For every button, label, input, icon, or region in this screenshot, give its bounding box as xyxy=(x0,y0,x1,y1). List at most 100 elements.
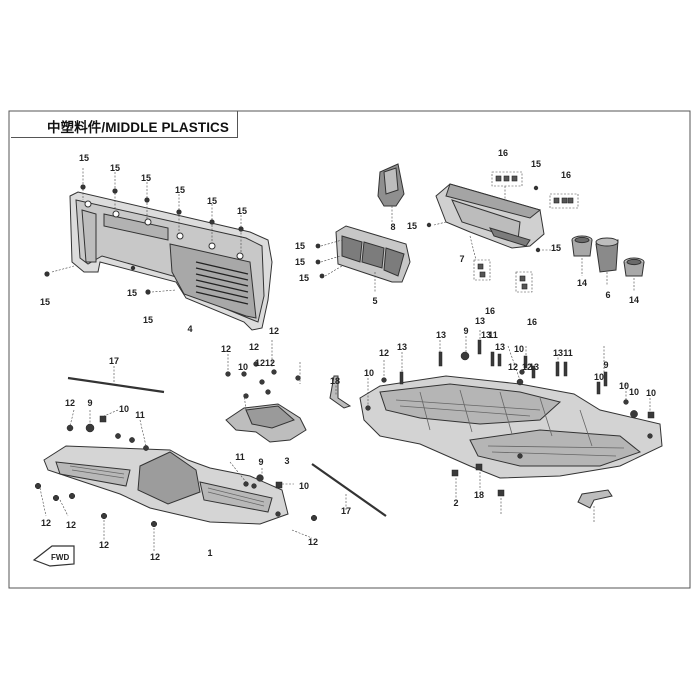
callout: 12 xyxy=(522,362,532,372)
callout: 9 xyxy=(463,326,468,336)
callout: 10 xyxy=(119,404,129,414)
diagram-border xyxy=(8,110,691,589)
part-1-front-floor xyxy=(43,445,289,525)
callout: 13 xyxy=(529,362,539,372)
callout: 3 xyxy=(284,456,289,466)
callout: 15 xyxy=(40,297,50,307)
callout: 15 xyxy=(237,206,247,216)
callout: 4 xyxy=(187,324,192,334)
callout: 13 xyxy=(481,330,491,340)
callout: 8 xyxy=(390,222,395,232)
callout: 6 xyxy=(605,290,610,300)
callout: 13 xyxy=(436,330,446,340)
callout: 12 xyxy=(99,540,109,550)
part-7-storage-bin xyxy=(435,183,545,249)
screw-15-group-bin xyxy=(426,185,541,253)
callout: 2 xyxy=(453,498,458,508)
callout: 15 xyxy=(299,273,309,283)
callout: 11 xyxy=(235,452,245,462)
callout: 10 xyxy=(619,381,629,391)
callout: 17 xyxy=(109,356,119,366)
part-18-bracket-left xyxy=(329,375,352,409)
callout: 14 xyxy=(629,295,639,305)
leader-lines-part4 xyxy=(51,168,242,293)
clip-16-group xyxy=(477,175,574,290)
part-17-strip-left xyxy=(67,376,165,394)
callout: 5 xyxy=(372,296,377,306)
screw-15-group-grille xyxy=(315,243,325,279)
callout: 13 xyxy=(495,342,505,352)
callout: 9 xyxy=(258,457,263,467)
callout: 12 xyxy=(269,326,279,336)
callout: 13 xyxy=(553,348,563,358)
callout: 16 xyxy=(527,317,537,327)
callout: 12 xyxy=(150,552,160,562)
callout: 10 xyxy=(299,481,309,491)
callout: 18 xyxy=(474,490,484,500)
callout: 10 xyxy=(646,388,656,398)
callout: 15 xyxy=(531,159,541,169)
callout: 10 xyxy=(629,387,639,397)
part-8-cap xyxy=(377,163,405,207)
callout: 12 xyxy=(221,344,231,354)
callout: 15 xyxy=(551,243,561,253)
callout: 11 xyxy=(135,410,145,420)
fwd-arrow: FWD xyxy=(32,545,75,567)
title-box xyxy=(11,111,238,138)
part-3-tunnel-cover xyxy=(225,403,307,443)
callout: 15 xyxy=(207,196,217,206)
callout: 10 xyxy=(594,372,604,382)
callout: 12 xyxy=(66,520,76,530)
callout: 12 xyxy=(508,362,518,372)
callout: 7 xyxy=(459,254,464,264)
callout: 1 xyxy=(207,548,212,558)
part-14-cup-right xyxy=(623,257,645,277)
callout: 10 xyxy=(238,362,248,372)
part-4-rear-panel xyxy=(69,191,273,331)
part-14-cup-left xyxy=(571,235,593,257)
callout: 15 xyxy=(295,241,305,251)
callout: 11 xyxy=(488,330,498,340)
callout: 12 xyxy=(308,537,318,547)
callout: 15 xyxy=(127,288,137,298)
callout: 12 xyxy=(41,518,51,528)
callout: 12 xyxy=(255,358,265,368)
dashed-boxes-16 xyxy=(433,171,579,293)
page-title: 中塑料件/MIDDLE PLASTICS xyxy=(47,120,230,135)
callout: 13 xyxy=(475,316,485,326)
callout: 17 xyxy=(341,506,351,516)
callout: 9 xyxy=(87,398,92,408)
callout: 10 xyxy=(514,344,524,354)
callout: 15 xyxy=(110,163,120,173)
part-18-bracket-right xyxy=(577,489,613,509)
callout: 11 xyxy=(563,348,573,358)
fwd-label: FWD xyxy=(51,553,69,562)
part-17-strip-right xyxy=(311,463,387,517)
callout: 14 xyxy=(577,278,587,288)
callout-labels: 15 15 15 15 15 15 15 15 15 4 8 15 15 15 … xyxy=(40,148,656,562)
callout: 15 xyxy=(143,315,153,325)
part-2-rear-floor xyxy=(359,375,663,479)
callout: 15 xyxy=(407,221,417,231)
part-5-grille xyxy=(335,225,411,283)
callout: 10 xyxy=(364,368,374,378)
callout: 15 xyxy=(141,173,151,183)
callout: 15 xyxy=(79,153,89,163)
callout: 15 xyxy=(175,185,185,195)
part-6-cup-holder xyxy=(595,237,619,273)
callout: 16 xyxy=(498,148,508,158)
hardware-fasteners xyxy=(34,339,655,528)
callout: 12 xyxy=(265,358,275,368)
callout: 15 xyxy=(295,257,305,267)
callout: 12 xyxy=(65,398,75,408)
callout: 9 xyxy=(603,360,608,370)
callout: 16 xyxy=(561,170,571,180)
callout: 16 xyxy=(485,306,495,316)
callout: 12 xyxy=(249,342,259,352)
callout: 12 xyxy=(379,348,389,358)
leader-lines-lower xyxy=(39,330,651,552)
callout: 18 xyxy=(330,376,340,386)
callout: 13 xyxy=(397,342,407,352)
